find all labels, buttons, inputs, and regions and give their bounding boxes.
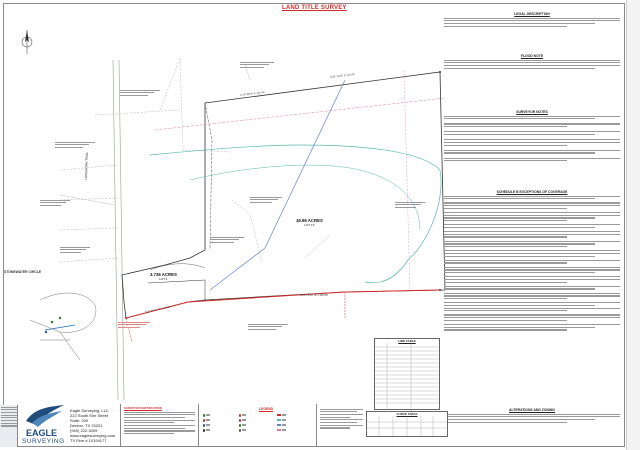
legend-item-4 — [203, 429, 211, 432]
company-web[interactable]: www.eaglesurveying.com — [70, 433, 116, 438]
marker-icon — [239, 424, 242, 427]
marker-icon — [239, 414, 242, 417]
eagle-logo-icon — [26, 405, 64, 427]
flood-header: FLOOD NOTE — [520, 54, 544, 58]
marker-icon — [203, 414, 206, 417]
parcel-note-e — [395, 200, 425, 210]
svg-text:N 82°11'25" E 100.86': N 82°11'25" E 100.86' — [330, 72, 356, 79]
logo-eagle-text: EAGLE — [26, 428, 58, 438]
survey-title: LAND TITLE SURVEY — [282, 5, 347, 11]
acres-small-lot: LOT 1 — [159, 277, 168, 281]
company-name: Eagle Surveying, LLC — [70, 408, 109, 413]
certification-block: SURVEYOR CERTIFICATION — [120, 404, 198, 446]
legend-item-2 — [203, 419, 211, 422]
legend-item-11 — [277, 424, 287, 427]
parcel-note-nw — [120, 88, 160, 98]
surveyor-notes-section: SURVEYOR NOTES — [444, 110, 620, 163]
surveyor-notes-header: SURVEYOR NOTES — [516, 110, 548, 114]
parcel-note-cw — [210, 235, 244, 245]
marker-icon — [203, 419, 206, 422]
parcel-note-w1 — [55, 140, 95, 150]
logo-surveying-text: SURVEYING — [22, 438, 65, 445]
adjacent-lots — [59, 57, 263, 263]
acres-small-value: 3.736 ACRES — [150, 272, 177, 277]
marker-icon — [239, 419, 242, 422]
legal-section: LEGAL DESCRIPTION — [444, 12, 620, 28]
red-boundary — [125, 289, 441, 319]
alterations-section: ALTERATIONS AND ZONING — [444, 408, 620, 424]
curve-table: CURVE TABLE — [366, 411, 448, 437]
svg-text:S 89°25'46" W 1,286.88': S 89°25'46" W 1,286.88' — [300, 293, 329, 297]
cert-header: SURVEYOR CERTIFICATION — [124, 406, 162, 410]
legend-item-1 — [203, 414, 211, 417]
marker-icon — [203, 424, 206, 427]
parcel-note-sw — [118, 320, 150, 330]
schedule-b-section: SCHEDULE B EXCEPTIONS OF COVERAGE — [444, 190, 620, 332]
survey-markers — [44, 71, 441, 334]
street-label: STONEWATER CIRCLE — [4, 270, 42, 274]
flood-line — [149, 144, 442, 284]
road-row — [112, 59, 125, 401]
company-info: Eagle Surveying, LLC 222 South Elm Stree… — [70, 408, 115, 443]
svg-text:S 79°38'09" E 252.46': S 79°38'09" E 252.46' — [240, 90, 266, 97]
company-firm: TX Firm # 10194177 — [70, 438, 107, 443]
line-table-grid — [375, 343, 439, 409]
legend-block: LEGEND — [198, 404, 316, 446]
acres-main-value: 16.96 ACRES — [296, 218, 323, 223]
revision-tab — [0, 405, 18, 447]
alterations-header: ALTERATIONS AND ZONING — [509, 408, 555, 412]
flood-section: FLOOD NOTE — [444, 54, 620, 70]
legend-item-5 — [239, 414, 247, 417]
line-table-header: LINE TABLE — [398, 339, 416, 343]
legend-item-3 — [203, 424, 211, 427]
schedule-b-header: SCHEDULE B EXCEPTIONS OF COVERAGE — [496, 190, 568, 194]
marker-icon — [239, 429, 242, 432]
curve-table-grid — [367, 416, 447, 436]
line-table: LINE TABLE — [374, 338, 440, 410]
page-edge — [626, 0, 640, 450]
acres-small: 3.736 ACRES LOT 1 — [150, 272, 177, 282]
legend-item-6 — [239, 419, 247, 422]
svg-text:S 82°49'01" W 141.08': S 82°49'01" W 141.08' — [144, 305, 171, 314]
easement-line — [209, 79, 346, 291]
parcel-note-w2 — [40, 198, 70, 208]
acres-main: 16.96 ACRES LOT 1X — [296, 218, 323, 228]
stonewater-circle — [29, 292, 97, 361]
legend-item-12 — [277, 429, 287, 432]
company-city: Denton, TX 76201 — [70, 423, 103, 428]
legal-header: LEGAL DESCRIPTION — [514, 12, 550, 16]
legend-item-10 — [277, 419, 287, 422]
eagle-logo — [22, 403, 68, 445]
legend-item-7 — [239, 424, 247, 427]
acres-main-lot: LOT 1X — [304, 223, 315, 227]
legend-header: LEGEND — [259, 407, 274, 411]
company-address1: 222 South Elm Street — [70, 413, 109, 418]
parcel-note-s — [248, 322, 288, 332]
legend-item-8 — [239, 429, 247, 432]
north-arrow-icon — [21, 30, 33, 54]
legend-item-9 — [277, 414, 287, 417]
parcel-note-n — [240, 60, 274, 70]
company-phone: (940) 222-3009 — [70, 428, 98, 433]
parcel-note-c — [250, 195, 282, 205]
parcel-note-w3 — [60, 245, 90, 255]
sheet-frame — [3, 3, 625, 447]
company-address2: Suite: 200 — [70, 418, 89, 423]
marker-icon — [203, 429, 206, 432]
notes-block — [316, 404, 366, 446]
curve-table-header: CURVE TABLE — [396, 412, 418, 416]
